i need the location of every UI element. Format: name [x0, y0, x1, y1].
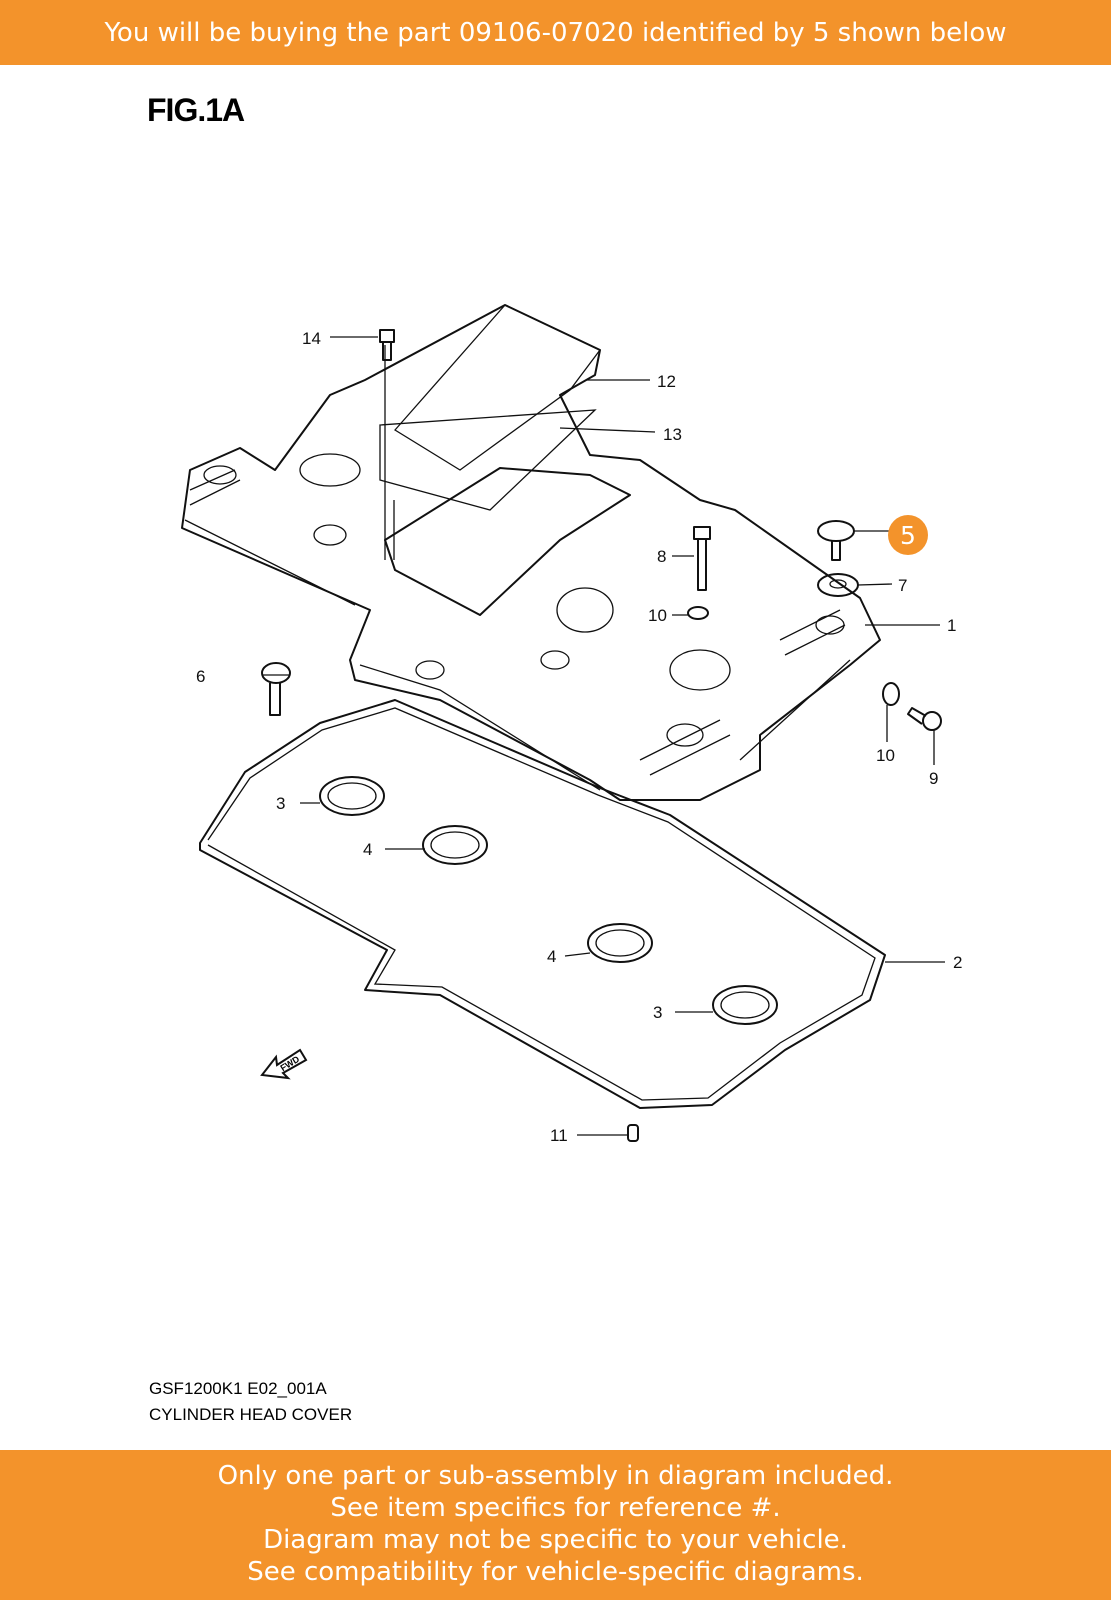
purchase-banner: You will be buying the part 09106-07020 …: [0, 0, 1111, 65]
disclaimer-line: Diagram may not be specific to your vehi…: [263, 1525, 848, 1555]
washer-7: [817, 573, 859, 597]
washer-10: [687, 606, 900, 706]
callout-2: 2: [953, 953, 962, 972]
highlight-circle-5: [888, 515, 928, 555]
leader-lines: [262, 336, 945, 1136]
callout-8: 8: [657, 547, 666, 566]
bolt-8: [693, 526, 711, 591]
callout-6: 6: [196, 667, 205, 686]
callout-4b: 4: [547, 947, 556, 966]
fwd-arrow-icon: FWD: [260, 1048, 308, 1080]
disclaimer-line: Only one part or sub-assembly in diagram…: [217, 1461, 894, 1491]
disclaimer-line: See compatibility for vehicle-specific d…: [247, 1557, 864, 1587]
disclaimer-line: See item specifics for reference #.: [330, 1493, 781, 1523]
callout-5: 5: [900, 521, 916, 550]
cylinder-head-cover: [181, 304, 881, 801]
callout-12: 12: [657, 372, 676, 391]
callout-11: 11: [550, 1126, 568, 1145]
bolt-6: [261, 662, 291, 716]
banner-text: You will be buying the part 09106-07020 …: [104, 18, 1007, 48]
callout-3b: 3: [653, 1003, 662, 1022]
bolt-9: [907, 707, 942, 731]
callout-7: 7: [898, 576, 907, 595]
plug-hole-gaskets: [319, 776, 778, 1025]
callout-9: 9: [929, 769, 938, 788]
bolt-14: [379, 329, 395, 361]
diagram-name: CYLINDER HEAD COVER: [149, 1405, 353, 1424]
callout-10b: 10: [876, 746, 895, 765]
figure-title: FIG.1A: [147, 92, 245, 128]
diagram-code: GSF1200K1 E02_001A: [149, 1379, 327, 1398]
callout-14: 14: [302, 329, 321, 348]
callout-4a: 4: [363, 840, 372, 859]
callout-10a: 10: [648, 606, 667, 625]
dowel-11: [627, 1124, 639, 1142]
disclaimer-banner: Only one part or sub-assembly in diagram…: [0, 1450, 1111, 1600]
bolt-5-highlighted: [817, 520, 855, 561]
cover-gasket: [199, 699, 886, 1109]
callout-3a: 3: [276, 794, 285, 813]
callout-13: 13: [663, 425, 682, 444]
callout-1: 1: [947, 616, 956, 635]
